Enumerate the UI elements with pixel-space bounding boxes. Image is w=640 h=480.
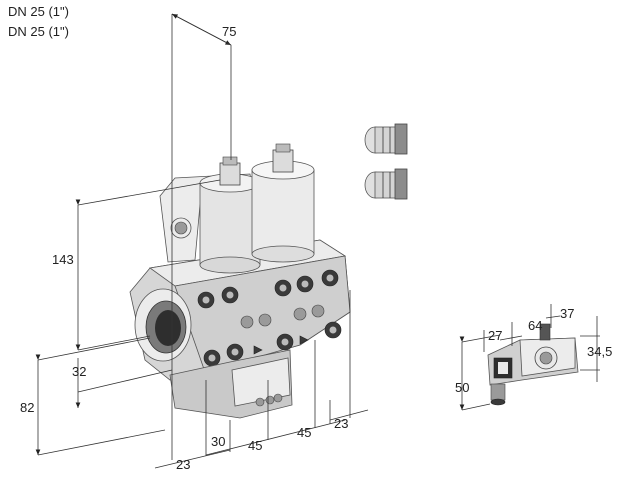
dim-30: 30 — [211, 434, 225, 449]
dim-37: 37 — [560, 306, 574, 321]
header-line-1: DN 25 (1") — [8, 4, 69, 19]
solenoid-coil-left — [199, 156, 261, 274]
solenoid-coil-right — [251, 143, 315, 263]
header-line-2: DN 25 (1") — [8, 24, 69, 39]
dim-45-a: 45 — [248, 438, 262, 453]
cable-gland-top — [364, 123, 408, 155]
dim-32: 32 — [72, 364, 86, 379]
dimension-lines — [35, 13, 600, 469]
dim-34-5: 34,5 — [587, 344, 612, 359]
connector-module — [487, 323, 579, 406]
dim-64: 64 — [528, 318, 542, 333]
dim-23-front: 23 — [176, 457, 190, 472]
cable-gland-bottom — [364, 168, 408, 200]
dim-23-side: 23 — [334, 416, 348, 431]
dim-50: 50 — [455, 380, 469, 395]
dim-27: 27 — [488, 328, 502, 343]
dim-82: 82 — [20, 400, 34, 415]
body-bolts — [197, 269, 342, 367]
dim-45-b: 45 — [297, 425, 311, 440]
dim-143: 143 — [52, 252, 74, 267]
dim-75: 75 — [222, 24, 236, 39]
dimension-labels: 75 143 32 82 23 30 45 45 23 27 64 37 34,… — [20, 24, 612, 472]
valve-assembly — [129, 143, 351, 419]
